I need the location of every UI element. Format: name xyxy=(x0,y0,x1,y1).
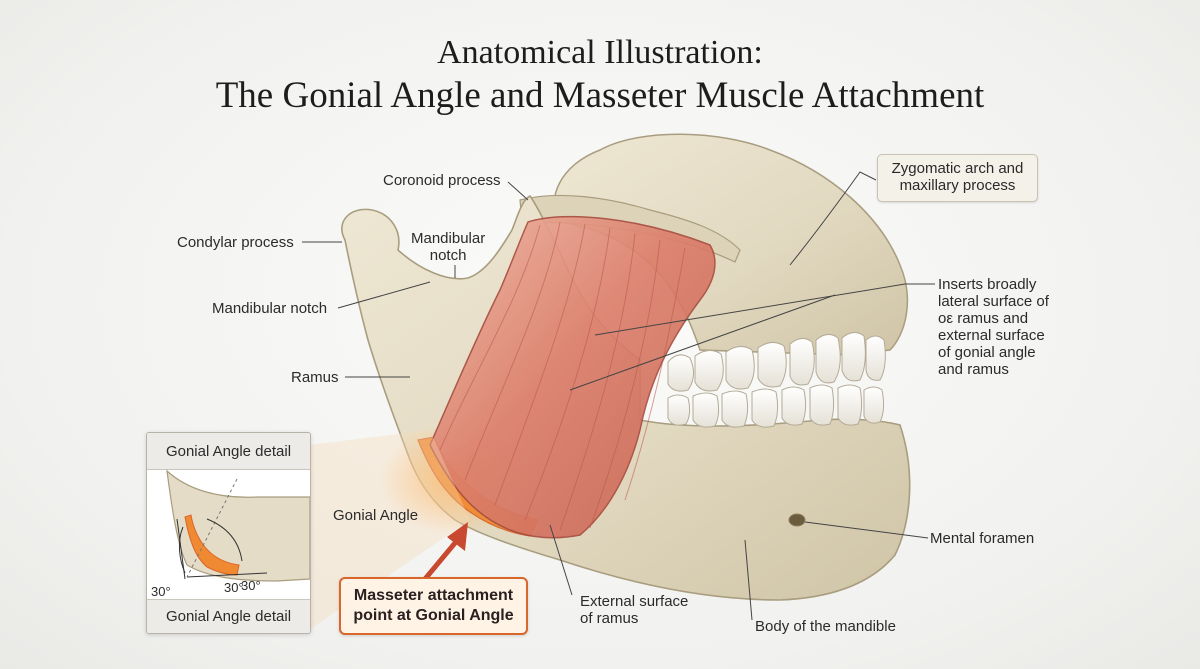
lower-teeth xyxy=(667,384,885,428)
inset-angle-left: 30° xyxy=(151,584,171,599)
masseter-attachment-callout: Masseter attachment point at Gonial Angl… xyxy=(339,577,528,635)
label-mandibular-notch: Mandibular notch xyxy=(212,300,328,317)
inset-arc-right xyxy=(206,518,243,562)
inset-line-bottom xyxy=(186,572,268,578)
label-external-surface: External surface of ramus xyxy=(580,593,689,627)
label-coronoid-process: Coronoid process xyxy=(383,172,501,189)
title-line-1: Anatomical Illustration: xyxy=(437,34,763,71)
inset-header: Gonial Angle detail xyxy=(147,433,310,470)
inset-angle-bottom: 30° xyxy=(224,580,244,595)
inset-gonial-highlight xyxy=(184,514,240,576)
label-zygomatic: Zygomatic arch and maxillary process xyxy=(891,160,1024,194)
zygomatic-callout-box: Zygomatic arch and maxillary process xyxy=(877,154,1038,202)
upper-teeth xyxy=(667,332,886,392)
muscle-fibers xyxy=(439,221,686,531)
gonial-angle-inset: Gonial Angle detail 30° 30° 30° Gonial A… xyxy=(146,432,311,634)
inset-footer-label: Gonial Angle detail xyxy=(165,608,292,625)
title-line-2: The Gonial Angle and Masseter Muscle Att… xyxy=(215,75,985,116)
label-ramus: Ramus xyxy=(291,369,339,386)
inset-diagram xyxy=(166,469,310,582)
inset-arc-left xyxy=(178,526,186,574)
label-gonial-angle: Gonial Angle xyxy=(333,507,419,524)
label-inserts-broadly: Inserts broadly lateral surface of oε ra… xyxy=(938,276,1049,378)
inset-dashed-line xyxy=(186,478,238,578)
label-condylar-process: Condylar process xyxy=(177,234,294,251)
label-body-of-mandible: Body of the mandible xyxy=(755,618,896,635)
leader-lines xyxy=(302,171,935,621)
mental-foramen-hole xyxy=(788,513,806,527)
inset-angle-right: 30° xyxy=(241,578,261,593)
label-mandibular-notch-upper: Mandibular notch xyxy=(411,230,486,264)
masseter-muscle xyxy=(429,215,716,539)
inset-footer: Gonial Angle detail xyxy=(147,599,310,633)
label-masseter-attachment: Masseter attachment point at Gonial Angl… xyxy=(353,587,514,624)
inset-header-label: Gonial Angle detail xyxy=(165,443,292,460)
label-mental-foramen: Mental foramen xyxy=(930,530,1035,547)
